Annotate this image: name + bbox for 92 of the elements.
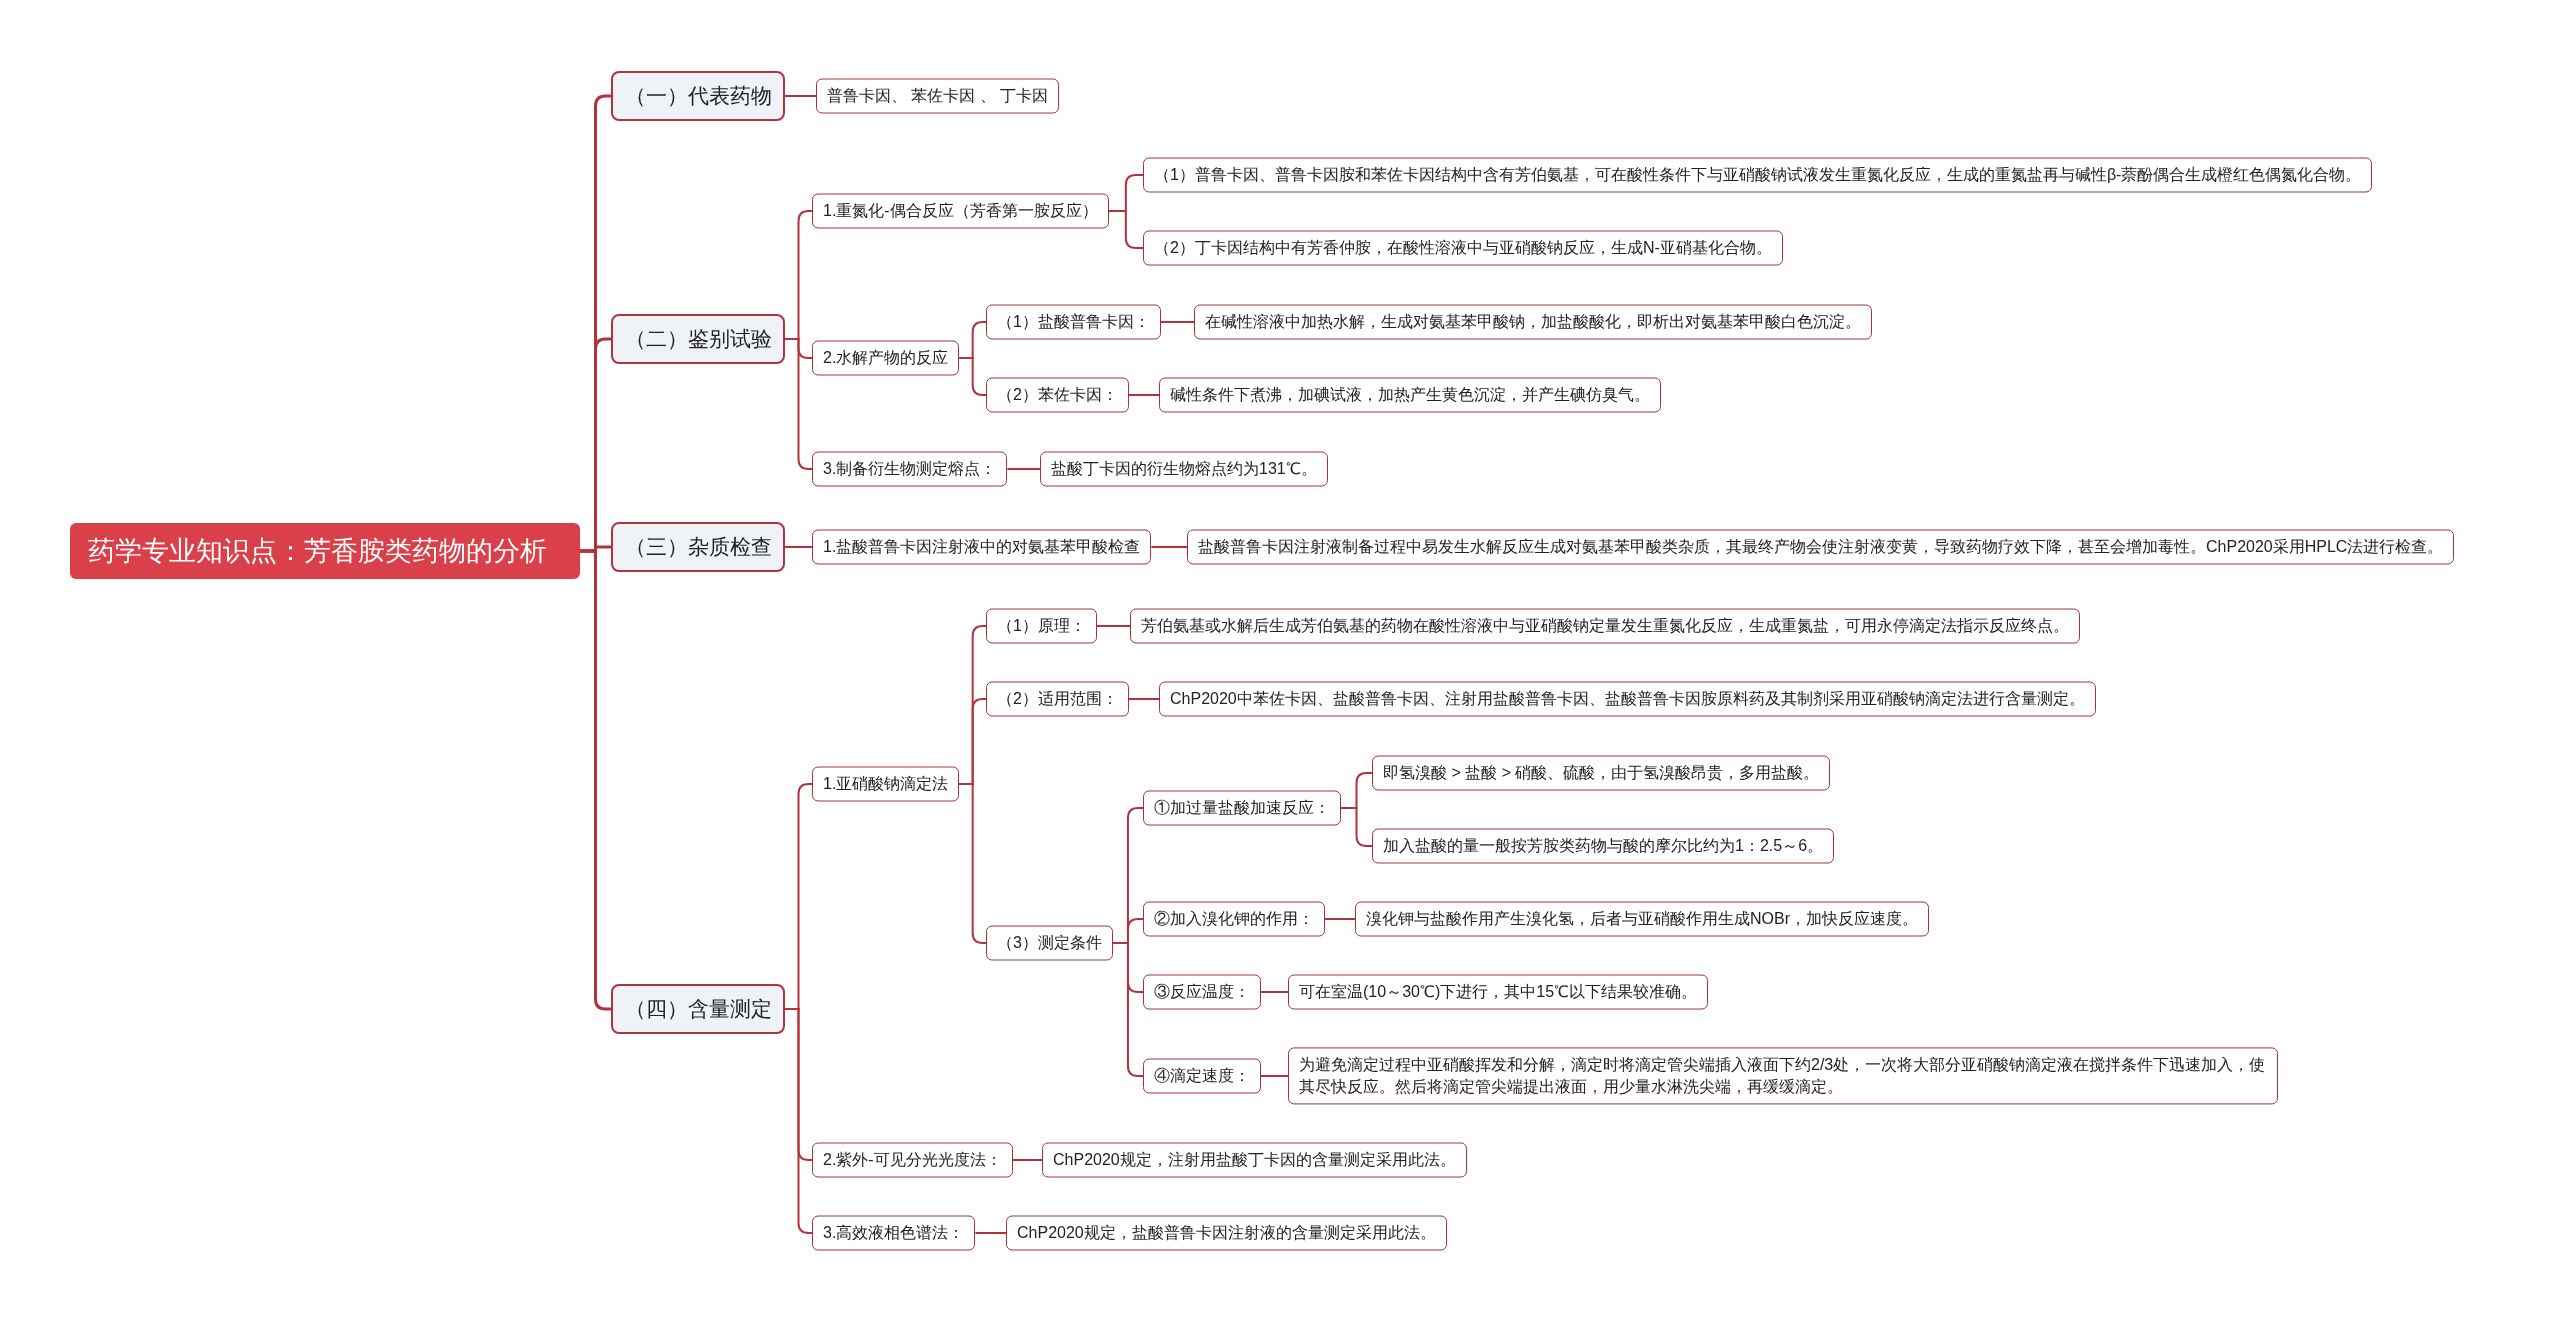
topic-text: 3.制备衍生物测定熔点： xyxy=(823,458,997,479)
connector-line xyxy=(958,357,987,396)
subtopic-box xyxy=(986,377,1129,413)
connector-line xyxy=(1107,210,1144,249)
topic-text: 1.盐酸普鲁卡因注射液中的对氨基苯甲酸检查 xyxy=(823,536,1141,557)
topic-text: （1）原理： xyxy=(997,615,1086,636)
topic-text: （1）盐酸普鲁卡因： xyxy=(997,311,1150,332)
topic-text: 普鲁卡因、 苯佐卡因 、 丁卡因 xyxy=(827,85,1049,106)
topic-text: 加入盐酸的量一般按芳胺类药物与酸的摩尔比约为1：2.5～6。 xyxy=(1383,835,1824,856)
topic-text: 为避免滴定过程中亚硝酸挥发和分解，滴定时将滴定管尖端插入液面下约2/3处，一次将大部分亚硝酸钠滴定液在搅拌条件下迅速加入，使其尽快反应。然后将滴定管尖端提出液面，用少量水淋洗尖端，再缓缓滴定。 xyxy=(1299,1055,2267,1097)
subtopic-box xyxy=(1130,608,2080,644)
subtopic-box xyxy=(986,925,1113,961)
topic-text: ②加入溴化钾的作用： xyxy=(1154,908,1314,929)
connector-line xyxy=(784,95,817,97)
subtopic-box xyxy=(1042,1142,1467,1178)
subtopic-box xyxy=(1187,529,2455,565)
connector-line xyxy=(1324,918,1356,920)
topic-text: 2.水解产物的反应 xyxy=(823,347,949,368)
topic-text: （三）杂质检查 xyxy=(623,534,773,560)
connector-line xyxy=(1260,1075,1289,1077)
main-topic-box xyxy=(611,984,785,1034)
subtopic-box xyxy=(816,78,1060,114)
connector-line xyxy=(1150,546,1188,548)
topic-text: ChP2020中苯佐卡因、盐酸普鲁卡因、注射用盐酸普鲁卡因、盐酸普鲁卡因胺原料药及其制剂采用亚硝酸钠滴定法进行含量测定。 xyxy=(1170,688,2085,709)
topic-text: 即氢溴酸 > 盐酸 > 硝酸、硫酸，由于氢溴酸昂贵，多用盐酸。 xyxy=(1383,762,1820,783)
subtopic-box xyxy=(1143,230,1783,266)
subtopic-box xyxy=(986,304,1161,340)
subtopic-box xyxy=(1372,828,1835,864)
topic-text: ChP2020规定，注射用盐酸丁卡因的含量测定采用此法。 xyxy=(1053,1149,1456,1170)
subtopic-box xyxy=(812,766,960,802)
connector-line xyxy=(1340,807,1373,847)
subtopic-box xyxy=(1355,901,1929,937)
topic-text: （3）测定条件 xyxy=(997,932,1102,953)
connector-line xyxy=(1127,698,1160,700)
subtopic-box xyxy=(1143,790,1341,826)
topic-text: （一）代表药物 xyxy=(623,83,773,109)
topic-text: （2）丁卡因结构中有芳香仲胺，在酸性溶液中与亚硝酸钠反应，生成N-亚硝基化合物。 xyxy=(1154,237,1772,258)
connector-line xyxy=(784,546,813,548)
connector-line xyxy=(1127,394,1160,396)
connector-line xyxy=(1111,942,1144,1077)
subtopic-box xyxy=(1194,304,1872,340)
topic-text: 1.重氮化-偶合反应（芳香第一胺反应） xyxy=(823,200,1098,221)
topic-text: 盐酸普鲁卡因注射液制备过程中易发生水解反应生成对氨基苯甲酸类杂质，其最终产物会使注射液变黄，导致药物疗效下降，甚至会增加毒性。ChP2020采用HPLC法进行检查。 xyxy=(1198,536,2444,557)
subtopic-box xyxy=(1006,1215,1447,1251)
central-topic-box xyxy=(70,523,580,579)
connector-line xyxy=(974,1232,1007,1234)
topic-text: 在碱性溶液中加热水解，生成对氨基苯甲酸钠，加盐酸酸化，即析出对氨基苯甲酸白色沉淀。 xyxy=(1205,311,1861,332)
topic-text: （1）普鲁卡因、普鲁卡因胺和苯佐卡因结构中含有芳伯氨基，可在酸性条件下与亚硝酸钠试液发生重氮化反应，生成的重氮盐再与碱性β-萘酚偶合生成橙红色偶氮化合物。 xyxy=(1154,164,2362,185)
topic-text: 1.亚硝酸钠滴定法 xyxy=(823,773,949,794)
subtopic-box xyxy=(1159,377,1661,413)
topic-text: ③反应温度： xyxy=(1154,981,1250,1002)
topic-text: （2）适用范围： xyxy=(997,688,1118,709)
topic-text: 可在室温(10～30℃)下进行，其中15℃以下结果较准确。 xyxy=(1299,981,1698,1002)
connector-line xyxy=(958,783,987,944)
topic-text: 碱性条件下煮沸，加碘试液，加热产生黄色沉淀，并产生碘仿臭气。 xyxy=(1170,384,1650,405)
subtopic-box xyxy=(812,1215,976,1251)
subtopic-box xyxy=(812,1142,1013,1178)
subtopic-box xyxy=(1288,1047,2278,1105)
subtopic-box xyxy=(1372,755,1831,791)
subtopic-box xyxy=(1159,681,2096,717)
subtopic-box xyxy=(1288,974,1709,1010)
subtopic-box xyxy=(1143,157,2373,193)
subtopic-box xyxy=(1143,1058,1261,1094)
subtopic-box xyxy=(812,451,1008,487)
topic-text: （二）鉴别试验 xyxy=(623,326,773,352)
topic-text: （四）含量测定 xyxy=(623,996,773,1022)
connector-line xyxy=(1095,625,1131,627)
connector-line xyxy=(1011,1159,1043,1161)
subtopic-box xyxy=(1143,901,1325,937)
topic-text: ChP2020规定，盐酸普鲁卡因注射液的含量测定采用此法。 xyxy=(1017,1222,1436,1243)
connector-line xyxy=(1159,321,1195,323)
topic-text: （2）苯佐卡因： xyxy=(997,384,1118,405)
connector-line xyxy=(1260,991,1289,993)
subtopic-box xyxy=(986,681,1129,717)
subtopic-box xyxy=(812,340,960,376)
topic-text: 药学专业知识点：芳香胺类药物的分析 xyxy=(88,535,548,568)
topic-text: ④滴定速度： xyxy=(1154,1065,1250,1086)
topic-text: 溴化钾与盐酸作用产生溴化氢，后者与亚硝酸作用生成NOBr，加快反应速度。 xyxy=(1366,908,1918,929)
connector-line xyxy=(1006,468,1041,470)
subtopic-box xyxy=(1143,974,1261,1010)
subtopic-box xyxy=(812,193,1109,229)
main-topic-box xyxy=(611,522,785,572)
topic-text: ①加过量盐酸加速反应： xyxy=(1154,797,1330,818)
topic-text: 2.紫外-可见分光光度法： xyxy=(823,1149,1002,1170)
subtopic-box xyxy=(986,608,1097,644)
subtopic-box xyxy=(812,529,1152,565)
topic-text: 盐酸丁卡因的衍生物熔点约为131℃。 xyxy=(1051,458,1317,479)
topic-text: 芳伯氨基或水解后生成芳伯氨基的药物在酸性溶液中与亚硝酸钠定量发生重氮化反应，生成重氮盐，可用永停滴定法指示反应终点。 xyxy=(1141,615,2069,636)
main-topic-box xyxy=(611,71,785,121)
subtopic-box xyxy=(1040,451,1328,487)
main-topic-box xyxy=(611,314,785,364)
topic-text: 3.高效液相色谱法： xyxy=(823,1222,965,1243)
